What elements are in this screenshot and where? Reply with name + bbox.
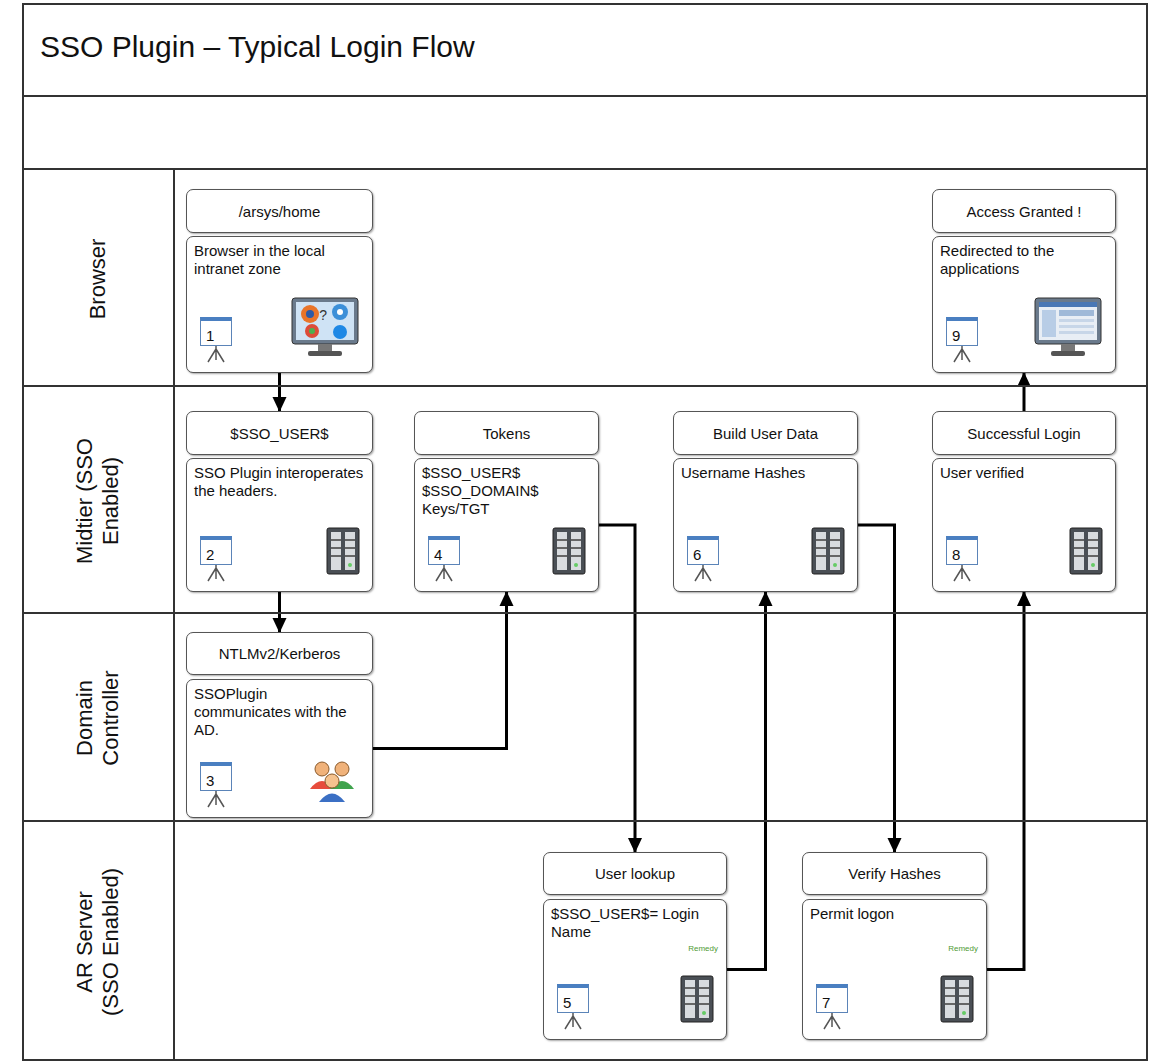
callout-number: 6 — [693, 546, 701, 563]
step-header: Verify Hashes — [802, 852, 987, 895]
body-text: User verified — [940, 464, 1108, 482]
callout-number: 9 — [952, 327, 960, 344]
step-header: NTLMv2/Kerberos — [186, 632, 373, 675]
projector-stand — [946, 346, 978, 364]
callout-number: 1 — [206, 327, 214, 344]
flow-arrow — [1023, 373, 1026, 411]
projector-stand — [557, 1013, 589, 1031]
body-text: Permit logon — [810, 905, 979, 923]
band-line — [22, 95, 1146, 97]
server-icon — [1069, 527, 1103, 579]
callout-number-box: 9 — [946, 317, 978, 346]
diagram-title: SSO Plugin – Typical Login Flow — [40, 30, 475, 64]
server-icon — [811, 527, 845, 579]
step-box: $SSO_USER$= Login Name 5 Remedy — [543, 899, 727, 1040]
monitor-icon — [290, 296, 360, 362]
server-icon — [326, 527, 360, 579]
lane-header: Midtier (SSO Enabled) — [22, 387, 175, 614]
body-text: Browser in the local intranet zone — [194, 242, 365, 278]
step-box: SSOPlugin communicates with the AD. 3 — [186, 679, 373, 818]
monitor-icon — [1033, 296, 1103, 362]
step-header: Successful Login — [932, 411, 1116, 455]
header-text: Tokens — [483, 425, 531, 442]
callout-number: 7 — [822, 994, 830, 1011]
body-text: SSOPlugin communicates with the AD. — [194, 685, 365, 739]
callout-number-box: 8 — [946, 536, 978, 565]
step-box: Username Hashes 6 — [673, 458, 858, 592]
callout-number-box: 6 — [687, 536, 719, 565]
body-text: $SSO_USER$= Login Name — [551, 905, 719, 941]
brand-label: Remedy — [948, 944, 978, 953]
callout-number-box: 1 — [200, 317, 232, 346]
step-header: Access Granted ! — [932, 189, 1116, 233]
projector-stand — [816, 1013, 848, 1031]
callout-number-box: 3 — [200, 762, 232, 791]
lane-label: Domain Controller — [72, 638, 124, 798]
header-text: Build User Data — [713, 425, 818, 442]
flow-arrow — [373, 592, 507, 749]
callout-number: 4 — [434, 546, 442, 563]
projector-stand — [200, 791, 232, 809]
step-header: Tokens — [414, 411, 599, 455]
step-header: Build User Data — [673, 411, 858, 455]
flow-arrow — [727, 592, 766, 970]
swimlane: Domain Controller NTLMv2/KerberosSSOPlugi… — [22, 612, 1146, 822]
body-text: Username Hashes — [681, 464, 850, 482]
swimlane: Midtier (SSO Enabled) $SSO_USER$ SSO Plugi… — [22, 385, 1146, 614]
projector-stand — [428, 565, 460, 583]
header-text: /arsys/home — [239, 203, 321, 220]
flow-arrow — [987, 592, 1024, 970]
header-text: $SSO_USER$ — [230, 425, 328, 442]
step-box: $SSO_USER$ $SSO_DOMAIN$ Keys/TGT 4 — [414, 458, 599, 592]
lane-label: Midtier (SSO Enabled) — [72, 421, 124, 581]
callout-number: 5 — [563, 994, 571, 1011]
step-header: /arsys/home — [186, 189, 373, 233]
header-text: NTLMv2/Kerberos — [219, 645, 341, 662]
projector-stand — [687, 565, 719, 583]
body-text: SSO Plugin interoperates the headers. — [194, 464, 365, 500]
step-box: Redirected to the applications 9 — [932, 236, 1116, 373]
swimlane: AR Server (SSO Enabled) User lookup $SSO_U… — [22, 820, 1146, 1061]
swimlane: Browser/arsys/homeBrowser in the local i… — [22, 168, 1146, 387]
server-icon — [680, 975, 714, 1027]
header-text: Access Granted ! — [966, 203, 1081, 220]
step-box: User verified 8 — [932, 458, 1116, 592]
step-header: $SSO_USER$ — [186, 411, 373, 455]
lane-label: Browser — [85, 199, 111, 359]
users-icon — [306, 759, 358, 807]
callout-number: 3 — [206, 772, 214, 789]
step-header: User lookup — [543, 852, 727, 895]
header-text: User lookup — [595, 865, 675, 882]
body-text: Redirected to the applications — [940, 242, 1108, 278]
flow-arrow — [599, 525, 635, 852]
step-box: Browser in the local intranet zone 1? — [186, 236, 373, 373]
lane-header: Browser — [22, 170, 175, 387]
callout-number: 8 — [952, 546, 960, 563]
lane-header: AR Server (SSO Enabled) — [22, 822, 175, 1061]
callout-number: 2 — [206, 546, 214, 563]
projector-stand — [946, 565, 978, 583]
lane-header: Domain Controller — [22, 614, 175, 822]
icon-glyph: ? — [319, 308, 327, 323]
server-icon — [940, 975, 974, 1027]
callout-number-box: 5 — [557, 984, 589, 1013]
callout-number-box: 2 — [200, 536, 232, 565]
flow-arrow — [858, 525, 895, 852]
server-icon — [552, 527, 586, 579]
brand-label: Remedy — [688, 944, 718, 953]
callout-number-box: 7 — [816, 984, 848, 1013]
lane-label: AR Server (SSO Enabled) — [72, 862, 124, 1022]
projector-stand — [200, 565, 232, 583]
projector-stand — [200, 346, 232, 364]
header-text: Successful Login — [967, 425, 1080, 442]
callout-number-box: 4 — [428, 536, 460, 565]
flow-arrow — [278, 373, 281, 411]
step-box: SSO Plugin interoperates the headers. 2 — [186, 458, 373, 592]
step-box: Permit logon 7 Remedy — [802, 899, 987, 1040]
body-text: $SSO_USER$ $SSO_DOMAIN$ Keys/TGT — [422, 464, 591, 518]
header-text: Verify Hashes — [848, 865, 941, 882]
